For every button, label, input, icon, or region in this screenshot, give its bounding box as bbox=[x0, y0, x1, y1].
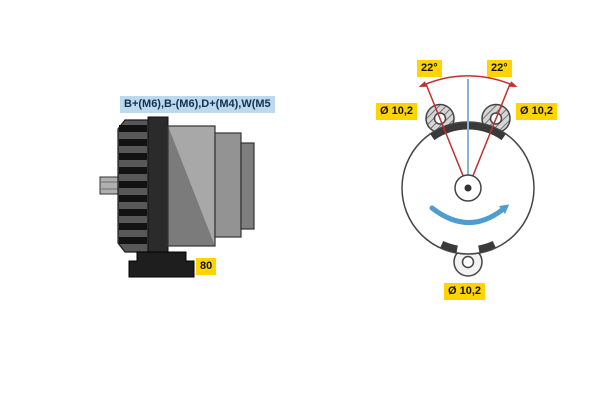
shaft-hub bbox=[454, 174, 482, 202]
length-dimension-label: 80 bbox=[196, 258, 217, 275]
mounting-foot bbox=[128, 251, 195, 278]
end-cap bbox=[240, 142, 255, 230]
shaft bbox=[99, 176, 119, 195]
rotation-arrow-icon bbox=[429, 204, 510, 225]
angle-right-label: 22° bbox=[487, 60, 512, 77]
rear-bracket bbox=[214, 132, 242, 238]
angle-dimension-lines bbox=[425, 75, 511, 189]
alternator-side-view bbox=[99, 116, 255, 278]
angle-left-label: 22° bbox=[417, 60, 442, 77]
drive-end-housing bbox=[117, 119, 149, 253]
hole-diameter-bottom-label: Ø 10,2 bbox=[444, 283, 486, 300]
angle-arrowheads bbox=[418, 81, 518, 87]
stator-body bbox=[167, 125, 216, 247]
terminals-label: B+(M6),B-(M6),D+(M4),W(M5 bbox=[120, 96, 275, 113]
hole-diameter-right-label: Ø 10,2 bbox=[516, 103, 558, 120]
hole-diameter-left-label: Ø 10,2 bbox=[376, 103, 418, 120]
cooling-ribs bbox=[119, 125, 147, 244]
alternator-front-view bbox=[401, 75, 535, 277]
center-housing bbox=[147, 116, 169, 255]
